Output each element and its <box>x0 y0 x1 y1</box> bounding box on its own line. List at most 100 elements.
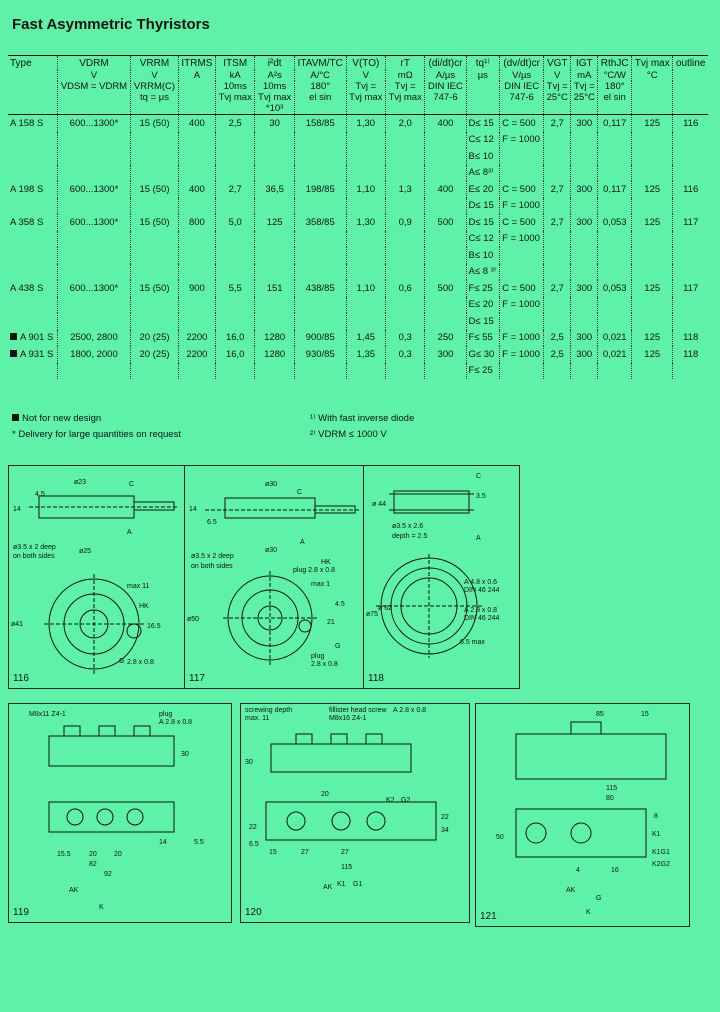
dim-text: 14 <box>159 839 167 846</box>
table-cell-type <box>8 165 57 182</box>
dim-text: 20 <box>89 851 97 858</box>
column-header: ITAVM/TC <box>293 55 347 70</box>
dim-text: plug 2.8 x 0.8 <box>293 567 335 574</box>
table-cell-dvdt <box>499 263 544 280</box>
dim-text: 20 <box>321 791 329 798</box>
dim-text: 115 <box>341 864 352 871</box>
outline-116-svg: ø23 C 14 4.5 A ø25 ø3.5 x 2 deep on both… <box>11 479 179 674</box>
dim-text: A <box>127 529 132 536</box>
column-header: 180° el sin <box>597 81 632 115</box>
table-cell-igt <box>570 263 598 280</box>
table-cell-tq: E≤ 20 <box>465 181 500 198</box>
table-cell-i2dt <box>254 131 295 148</box>
table-cell-rth: 0,053 <box>597 280 632 297</box>
table-cell-igt: 300 <box>570 346 598 363</box>
dim-text: G <box>119 658 124 665</box>
dim-text: ø30 <box>265 547 277 554</box>
table-cell-didt: 400 <box>424 181 467 198</box>
not-for-new-design-marker <box>12 414 19 421</box>
table-cell-itavm <box>293 247 347 264</box>
table-cell-rth <box>597 247 632 264</box>
table-cell-itrms: 2200 <box>177 346 216 363</box>
table-cell-type <box>8 363 57 380</box>
dim-text: 22 <box>441 814 449 821</box>
table-cell-vrrm <box>130 148 179 165</box>
dim-text: 15.5 <box>57 851 71 858</box>
table-cell-tq: F≤ 25 <box>465 280 500 297</box>
table-cell-outline <box>672 296 708 313</box>
dim-text: C <box>476 473 481 480</box>
dim-text: 27 <box>341 849 349 856</box>
dim-text: 4.5 <box>335 601 345 608</box>
table-cell-tvj <box>631 197 673 214</box>
table-cell-i2dt: 36,5 <box>254 181 295 198</box>
table-cell-vto <box>345 362 386 379</box>
table-cell-itsm <box>215 296 255 313</box>
dim-text: DIN 46 244 <box>464 615 500 622</box>
table-cell-dvdt <box>499 148 544 165</box>
outline-120-svg: screwing depth max. 11 fillister head sc… <box>245 707 449 891</box>
dim-text: 22 <box>249 824 257 831</box>
dim-text: DIN 46 244 <box>464 587 500 594</box>
table-cell-rt <box>385 247 425 264</box>
table-cell-tq: G≤ 30 <box>465 346 500 363</box>
dim-text: ø3.5 x 2 deep <box>13 544 56 551</box>
outline-drawing-116: ø23 C 14 4.5 A ø25 ø3.5 x 2 deep on both… <box>8 465 185 689</box>
table-cell-vrrm: 20 (25) <box>130 329 179 346</box>
notes-right: ¹⁾ With fast inverse diode ²⁾ VDRM ≤ 100… <box>310 411 414 443</box>
table-cell-vdrm: 600...1300* <box>56 214 131 231</box>
table-cell-itrms <box>177 230 216 247</box>
table-cell-dvdt: F = 1000 <box>499 346 544 363</box>
outline-label-119: 119 <box>13 907 29 918</box>
dim-text: plug <box>311 653 324 660</box>
table-cell-type <box>8 297 57 314</box>
table-cell-igt: 300 <box>570 329 598 346</box>
dim-text: A <box>476 535 481 542</box>
dim-text: K <box>99 904 104 911</box>
type-label: A 438 S <box>10 282 44 294</box>
outline-drawing-117: ø30 C 14 6.5 A ø30 ø3.5 x 2 deep on both… <box>184 465 364 689</box>
table-cell-itsm <box>215 164 255 181</box>
column-header: mΩ <box>385 70 425 81</box>
column-header: A <box>177 70 216 81</box>
table-cell-vto: 1,10 <box>345 280 386 297</box>
dim-text: 80 <box>606 795 614 802</box>
table-cell-vdrm <box>56 362 131 379</box>
table-cell-itsm <box>215 313 255 330</box>
table-cell-type <box>8 148 57 165</box>
table-cell-igt: 300 <box>570 114 598 132</box>
column-header: V <box>130 70 179 81</box>
table-cell-igt <box>570 362 598 379</box>
dim-text: M8x11 Z4-1 <box>29 711 66 718</box>
column-header: VDRM <box>56 55 131 70</box>
dim-text: screwing depth <box>245 707 292 714</box>
column-header: i²dt <box>254 55 295 70</box>
table-cell-vrrm <box>130 131 179 148</box>
column-header: RthJC <box>597 55 632 70</box>
table-cell-tvj <box>631 148 673 165</box>
table-cell-dvdt: F = 1000 <box>499 296 544 313</box>
table-cell-igt <box>570 197 598 214</box>
table-cell-type: A 158 S <box>8 115 57 132</box>
outline-drawing-121: 85 15 115 80 50 8 16 4 AK K G K1 K1G1 K2… <box>475 703 690 927</box>
column-header: °C <box>631 70 673 81</box>
table-cell-vdrm: 600...1300* <box>56 280 131 297</box>
table-cell-vto: 1,45 <box>345 329 386 346</box>
table-cell-itavm <box>293 362 347 379</box>
table-cell-itsm <box>215 230 255 247</box>
dim-text: fillister head screw <box>329 707 388 714</box>
dim-text: ø30 <box>265 481 277 488</box>
dim-text: 6.5 <box>207 519 217 526</box>
table-cell-vgt <box>543 131 571 148</box>
table-cell-dvdt: C = 500 <box>499 214 544 231</box>
table-cell-rth <box>597 362 632 379</box>
table-cell-type: A 358 S <box>8 214 57 231</box>
table-cell-outline <box>672 313 708 330</box>
table-cell-outline: 118 <box>672 346 708 363</box>
table-cell-vdrm: 2500, 2800 <box>56 329 131 346</box>
table-cell-rth <box>597 263 632 280</box>
dim-text: ø25 <box>79 548 91 555</box>
dim-text: ø 62 <box>378 605 392 612</box>
table-cell-rth: 0,053 <box>597 214 632 231</box>
